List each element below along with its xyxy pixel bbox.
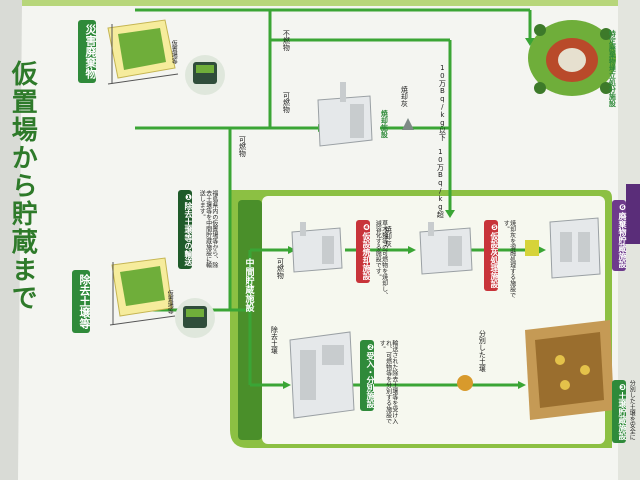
step4-desc: 草木類等の可燃物を焼却し、減容化する施設です。 — [374, 220, 388, 298]
step1-desc: 福島県内の仮置場等から、除去土壌等を中間貯蔵施設に輸送します。 — [198, 190, 218, 268]
flow-ash-top: 焼却灰 — [400, 86, 409, 107]
flow-soil-removed: 除去土壌 — [270, 326, 279, 354]
flow-over-100k: 10万Bq/kg超 — [436, 148, 445, 218]
interim-storage-label: 中間貯蔵施設 — [243, 258, 254, 312]
truck-icon — [175, 298, 215, 338]
truck-icon — [185, 55, 225, 95]
ash-treatment-icon — [419, 222, 473, 275]
step2-badge: ❷受入・分別施設 — [360, 340, 375, 411]
step3-desc: 分別した土壌を安全に — [628, 380, 636, 440]
label-disaster-waste: 災害廃棄物 — [78, 20, 97, 83]
label-temp-site-bottom: 仮置場等 — [166, 290, 174, 314]
sorting-icon — [289, 331, 355, 419]
pile-icon — [109, 257, 176, 326]
flow-nonflammable: 不燃物 — [282, 30, 291, 51]
flow-combustible-top: 可燃物 — [282, 92, 291, 113]
flow-combustible-mid: 可燃物 — [276, 258, 285, 279]
step6-badge: ❻廃棄物貯蔵施設 — [612, 200, 627, 271]
flow-separated-soil: 分別した土壌 — [478, 330, 487, 372]
flow-combustible-left: 可燃物 — [238, 136, 247, 157]
label-removed-soil: 除去土壌等 — [72, 270, 91, 333]
label-temp-site-top: 仮置場等 — [170, 40, 178, 64]
step4-badge: ❹仮設焼却施設 — [356, 220, 371, 283]
flow-under-100k: 10万Bq/kg以下 — [438, 64, 447, 141]
step5-badge: ❺仮設灰処理施設 — [484, 220, 499, 291]
purple-edge — [626, 184, 640, 244]
landfill-icon — [528, 20, 616, 96]
flow-lines — [135, 8, 540, 387]
step2-desc: 輸送された除去土壌等を受け入れ、可燃物等を分別する施設です。 — [378, 340, 398, 424]
waste-storage-icon — [549, 217, 601, 279]
page-title: 仮置場から貯蔵まで — [7, 60, 38, 312]
incinerator-icon — [291, 222, 343, 273]
flow-ash-mid: 焼却灰 — [384, 226, 393, 247]
incinerator-top-label: 焼却施設 — [380, 110, 389, 138]
step3-badge: ❸土壌貯蔵施設 — [612, 380, 627, 443]
soil-storage-icon — [525, 320, 614, 420]
step1-label: ❶除去土壌等の輸送 — [178, 190, 193, 269]
bag-icon — [525, 240, 539, 256]
landfill-label: 特定廃棄物埋立処分施設 — [608, 30, 617, 107]
top-strip — [22, 0, 640, 6]
step5-desc: 焼却灰を溶融処理する施設です。 — [502, 220, 516, 298]
incinerator-icon — [317, 82, 373, 147]
ash-icon — [457, 375, 473, 391]
ash-icon — [402, 118, 414, 130]
pile-icon — [107, 19, 179, 85]
